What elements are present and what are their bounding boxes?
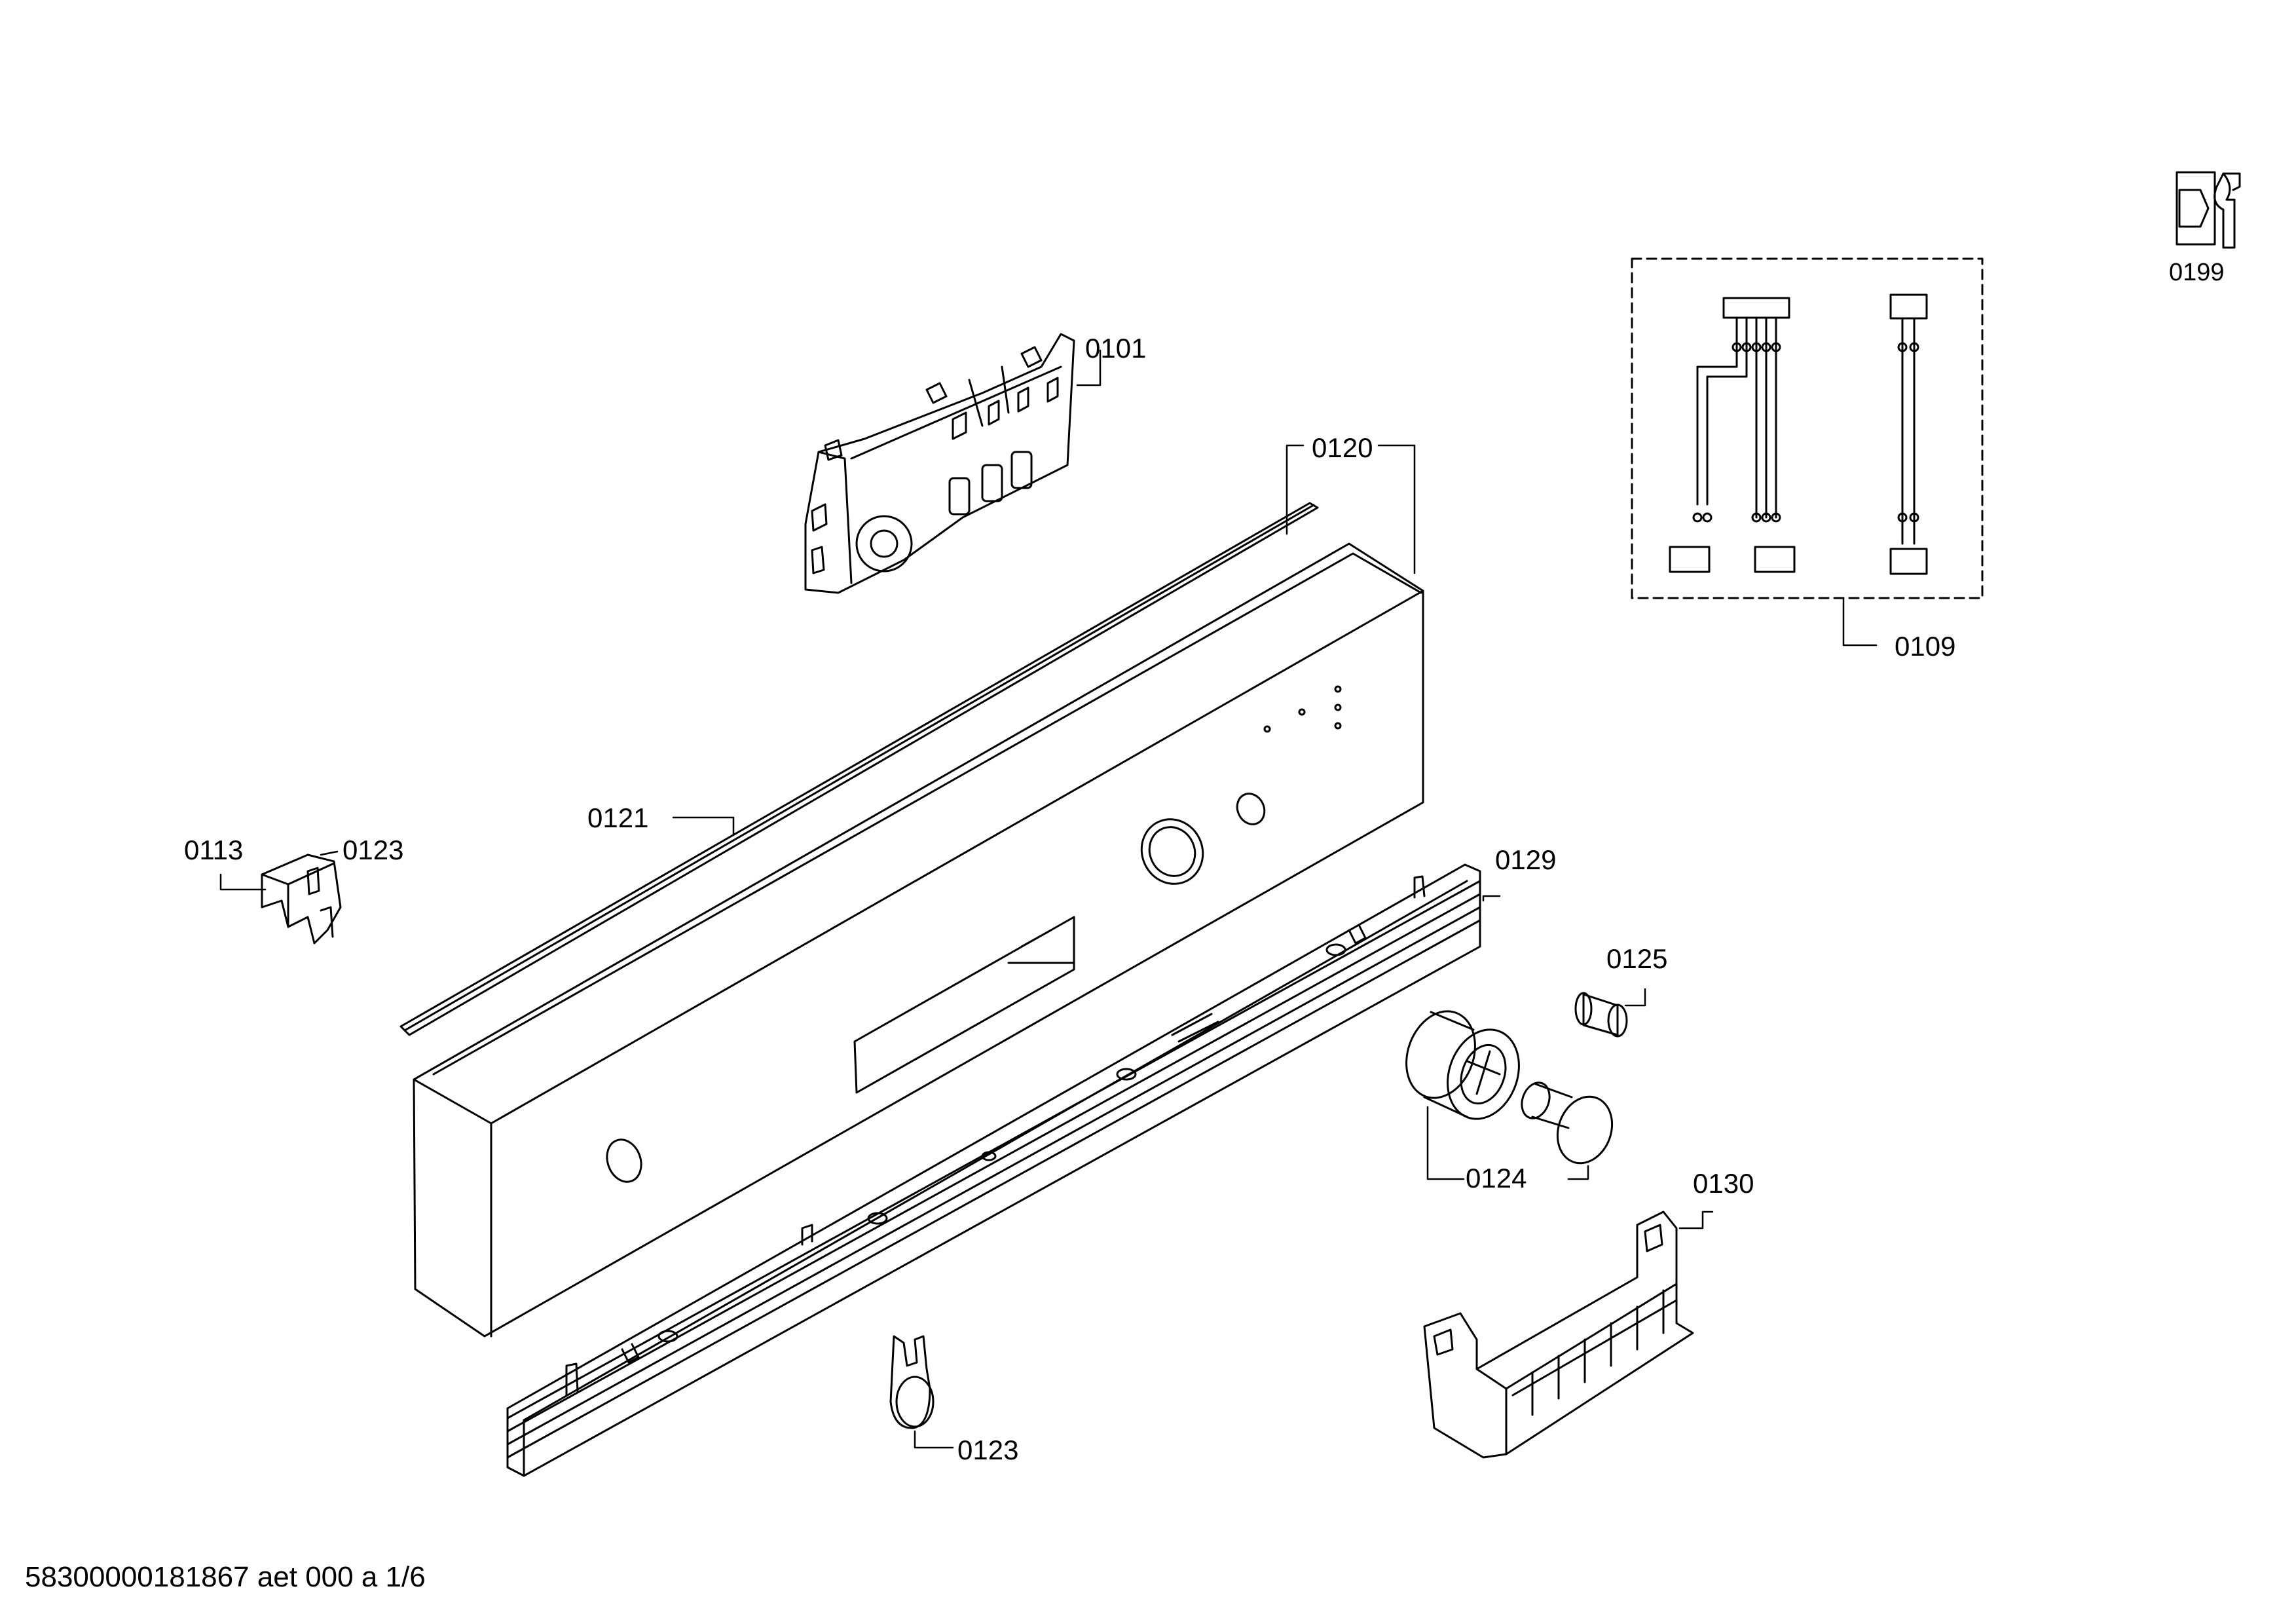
part-label-0125: 0125 [1606, 943, 1668, 974]
trim-strip-0121 [399, 502, 1319, 1036]
knob-button-0124 [1521, 1081, 1614, 1165]
leader-lines [219, 349, 1878, 1449]
wiring-harness-0109 [1631, 257, 1984, 599]
small-knob-0125 [1574, 992, 1628, 1038]
part-label-0101: 0101 [1085, 333, 1147, 364]
part-label-0124: 0124 [1466, 1163, 1527, 1193]
wrench-nut-icon [2176, 171, 2241, 249]
part-label-0123-upper: 0123 [343, 835, 404, 865]
part-label-0113: 0113 [184, 835, 244, 865]
clip-0113 [261, 854, 342, 945]
control-panel-0120 [413, 542, 1424, 1338]
part-label-0120: 0120 [1312, 432, 1373, 463]
part-label-0199: 0199 [2169, 259, 2225, 286]
part-label-0129: 0129 [1495, 844, 1557, 875]
document-id-footer: 58300000181867 aet 000 a 1/6 [25, 1561, 426, 1593]
part-label-0109: 0109 [1895, 631, 1956, 662]
holder-0130 [1423, 1210, 1694, 1459]
frame-0129 [506, 863, 1481, 1477]
part-label-0130: 0130 [1693, 1168, 1754, 1199]
electronic-module-0101 [804, 333, 1075, 594]
clip-0123 [889, 1335, 935, 1429]
part-label-0123-lower: 0123 [957, 1435, 1019, 1465]
part-label-0121: 0121 [587, 802, 649, 833]
knob-ring-0124 [1405, 1010, 1520, 1120]
